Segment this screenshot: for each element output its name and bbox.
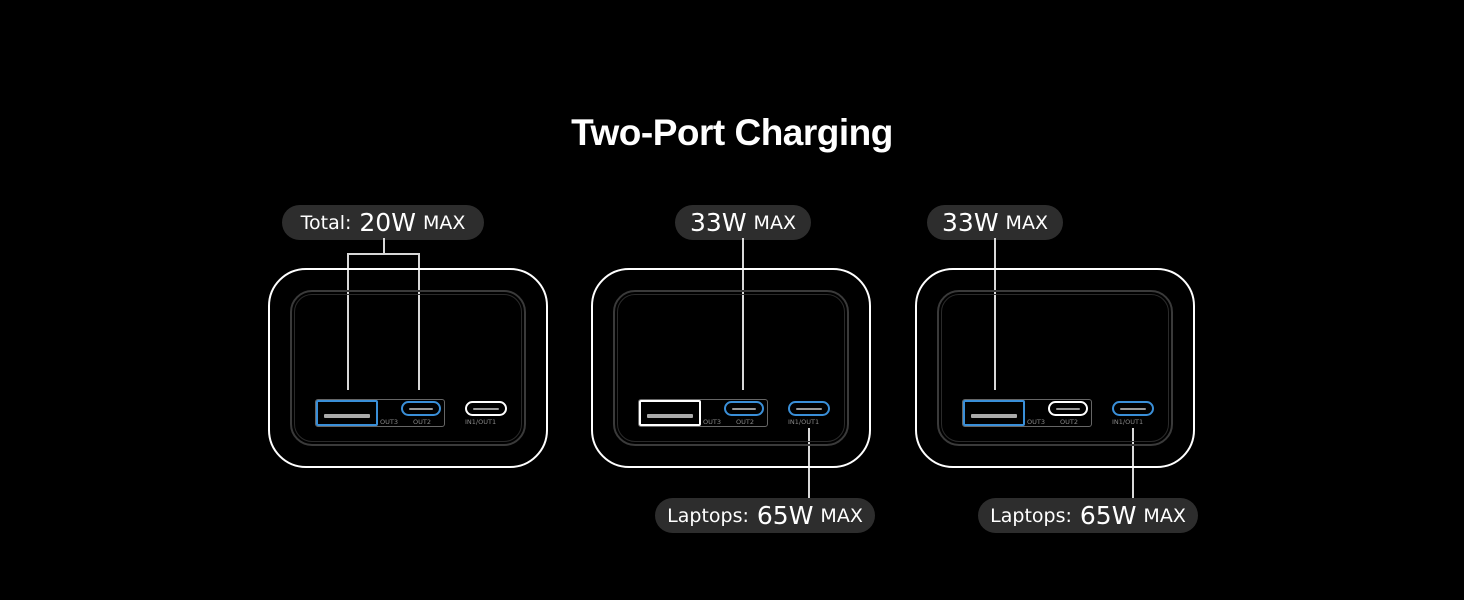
port-label-in1out1: IN1/OUT1 <box>788 418 820 426</box>
usb-c-port-active <box>1112 401 1154 416</box>
panel3-laptop-label: Laptops: 65W MAX <box>978 498 1198 533</box>
total-suffix: MAX <box>422 211 466 234</box>
connector-line <box>742 238 744 390</box>
laptop-prefix: Laptops: <box>667 504 749 527</box>
port-label-out2: OUT2 <box>1060 418 1078 426</box>
port-watt-suffix: MAX <box>753 211 796 234</box>
port-label-out2: OUT2 <box>736 418 754 426</box>
port-watt-value: 33W <box>690 208 747 237</box>
laptop-suffix: MAX <box>820 504 863 527</box>
usb-port-group <box>962 399 1092 427</box>
port-watt-suffix: MAX <box>1005 211 1048 234</box>
port-label-in1out1: IN1/OUT1 <box>1112 418 1144 426</box>
usb-c-port-active <box>401 401 441 416</box>
usb-port-group <box>638 399 768 427</box>
connector-line <box>347 253 349 390</box>
port-label-out3: OUT3 <box>380 418 398 426</box>
usb-a-port <box>639 400 701 426</box>
page-title: Two-Port Charging <box>571 112 893 153</box>
port-label-out3: OUT3 <box>703 418 721 426</box>
panel1-total-label: Total: 20W MAX <box>282 205 484 240</box>
power-bank-device: OUT3 OUT2 IN1/OUT1 <box>268 268 548 468</box>
usb-a-port-active <box>316 400 378 426</box>
usb-c-port <box>465 401 507 416</box>
port-label-out3: OUT3 <box>1027 418 1045 426</box>
panel3-port-label: 33W MAX <box>927 205 1063 240</box>
laptop-suffix: MAX <box>1143 504 1186 527</box>
connector-line <box>808 428 810 498</box>
power-bank-device: OUT3 OUT2 IN1/OUT1 <box>591 268 871 468</box>
usb-c-port-active <box>788 401 830 416</box>
power-bank-device: OUT3 OUT2 IN1/OUT1 <box>915 268 1195 468</box>
laptop-prefix: Laptops: <box>990 504 1072 527</box>
usb-c-port-active <box>724 401 764 416</box>
connector-line <box>347 253 420 255</box>
total-prefix: Total: <box>300 211 352 234</box>
connector-line <box>994 238 996 390</box>
connector-line <box>383 238 385 254</box>
total-value: 20W <box>359 208 416 237</box>
laptop-value: 65W <box>1079 501 1137 530</box>
port-label-in1out1: IN1/OUT1 <box>465 418 497 426</box>
usb-a-port-active <box>963 400 1025 426</box>
connector-line <box>418 253 420 390</box>
port-watt-value: 33W <box>942 208 999 237</box>
panel2-port-label: 33W MAX <box>675 205 811 240</box>
laptop-value: 65W <box>756 501 814 530</box>
connector-line <box>1132 428 1134 498</box>
port-label-out2: OUT2 <box>413 418 431 426</box>
panel2-laptop-label: Laptops: 65W MAX <box>655 498 875 533</box>
usb-c-port <box>1048 401 1088 416</box>
usb-port-group <box>315 399 445 427</box>
